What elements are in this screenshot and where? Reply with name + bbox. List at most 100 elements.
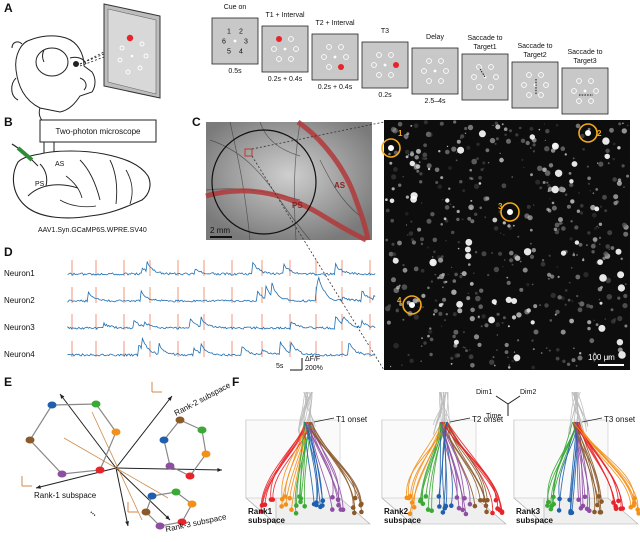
bright-cell: [602, 137, 610, 145]
target-red: [393, 62, 399, 68]
target-ring: [438, 58, 444, 64]
cell-soma: [567, 298, 571, 302]
cell-soma: [544, 170, 551, 176]
screen-duration: 2.5–4s: [424, 98, 446, 105]
endpoint-dot: [259, 503, 265, 508]
cell-soma: [542, 181, 546, 184]
bright-cell: [445, 198, 450, 203]
endpoint-dot: [279, 496, 285, 502]
scale-df-value: 200%: [305, 365, 323, 372]
cell-soma: [470, 177, 474, 180]
cell-soma: [562, 359, 566, 363]
bright-cell: [511, 298, 518, 304]
cue-number: 4: [239, 49, 243, 56]
cell-soma: [451, 289, 457, 295]
cell-soma: [426, 218, 432, 224]
cell-soma: [611, 319, 616, 324]
condition-trajectory: [311, 421, 344, 510]
cell-soma: [421, 337, 423, 339]
cell-soma: [452, 312, 457, 317]
cell-soma: [509, 258, 514, 263]
cell-soma: [434, 299, 438, 302]
cell-soma: [578, 192, 580, 194]
cell-soma: [602, 256, 606, 260]
screen-duration: 0.2s + 0.4s: [318, 84, 353, 91]
endpoint-dot: [462, 496, 467, 501]
cell-soma: [442, 297, 447, 302]
bright-cell: [617, 271, 625, 279]
cell-soma: [502, 221, 506, 225]
cell-soma: [440, 325, 443, 328]
cell-soma: [599, 205, 603, 208]
cell-soma: [598, 298, 601, 301]
cell-soma: [492, 356, 495, 359]
bright-cell: [560, 250, 567, 256]
cell-soma: [438, 150, 441, 153]
bright-cell: [597, 259, 603, 265]
cell-soma: [577, 302, 580, 304]
cell-soma: [557, 295, 562, 300]
cell-soma: [541, 259, 545, 262]
cell-soma: [507, 356, 509, 359]
neuron-label: Neuron4: [4, 350, 35, 359]
cell-soma: [564, 303, 567, 306]
cell-soma: [480, 168, 484, 172]
bright-cell: [409, 160, 415, 167]
q-vector-axes: [151, 382, 162, 393]
cell-soma: [539, 304, 542, 307]
cue-number: 1: [227, 29, 231, 36]
cell-soma: [441, 198, 444, 201]
cell-soma: [405, 224, 408, 226]
condition-trajectory: [575, 421, 591, 511]
target-dot: [126, 34, 134, 42]
endpoint-dot: [302, 504, 308, 509]
cell-soma: [427, 286, 430, 290]
target-ring: [271, 46, 277, 52]
cell-soma: [402, 318, 405, 321]
condition-trajectory: [575, 421, 619, 501]
cell-soma: [396, 307, 399, 311]
cell-soma: [558, 217, 563, 223]
cell-soma: [622, 122, 624, 125]
panel-letter-d: D: [4, 245, 13, 259]
cell-soma: [504, 342, 509, 348]
cell-soma: [589, 190, 591, 192]
cell-soma: [409, 358, 414, 363]
endpoint-dot: [320, 503, 325, 508]
cell-soma: [385, 208, 390, 213]
cell-soma: [482, 161, 486, 165]
cell-soma: [398, 183, 402, 187]
cell-soma: [454, 272, 458, 277]
cell-soma: [556, 348, 560, 352]
cell-soma: [504, 133, 507, 136]
bright-cell: [551, 142, 559, 150]
cell-soma: [405, 155, 409, 159]
cell-soma: [579, 211, 584, 215]
condition-trajectory: [573, 421, 600, 497]
condition-trajectory: [270, 421, 307, 500]
target-red: [338, 64, 344, 70]
state-dot: [175, 416, 185, 424]
cell-soma: [477, 315, 480, 318]
cell-soma: [474, 251, 478, 254]
onset-label: T3 onset: [604, 415, 636, 424]
endpoint-dot: [311, 501, 317, 507]
endpoint-dot: [582, 494, 588, 500]
cell-soma: [597, 162, 599, 164]
cell-soma: [560, 329, 566, 335]
baseline-trajectory: [433, 391, 446, 425]
cell-soma: [461, 218, 464, 221]
cell-soma: [445, 149, 450, 155]
cell-soma: [578, 242, 583, 247]
cue-number: 6: [222, 39, 226, 46]
cell-soma: [507, 224, 511, 228]
target-ring: [543, 82, 549, 88]
cell-soma: [457, 247, 460, 250]
cell-soma: [586, 244, 588, 247]
cell-soma: [475, 295, 481, 302]
cell-soma: [393, 167, 398, 172]
cell-soma: [507, 325, 510, 328]
